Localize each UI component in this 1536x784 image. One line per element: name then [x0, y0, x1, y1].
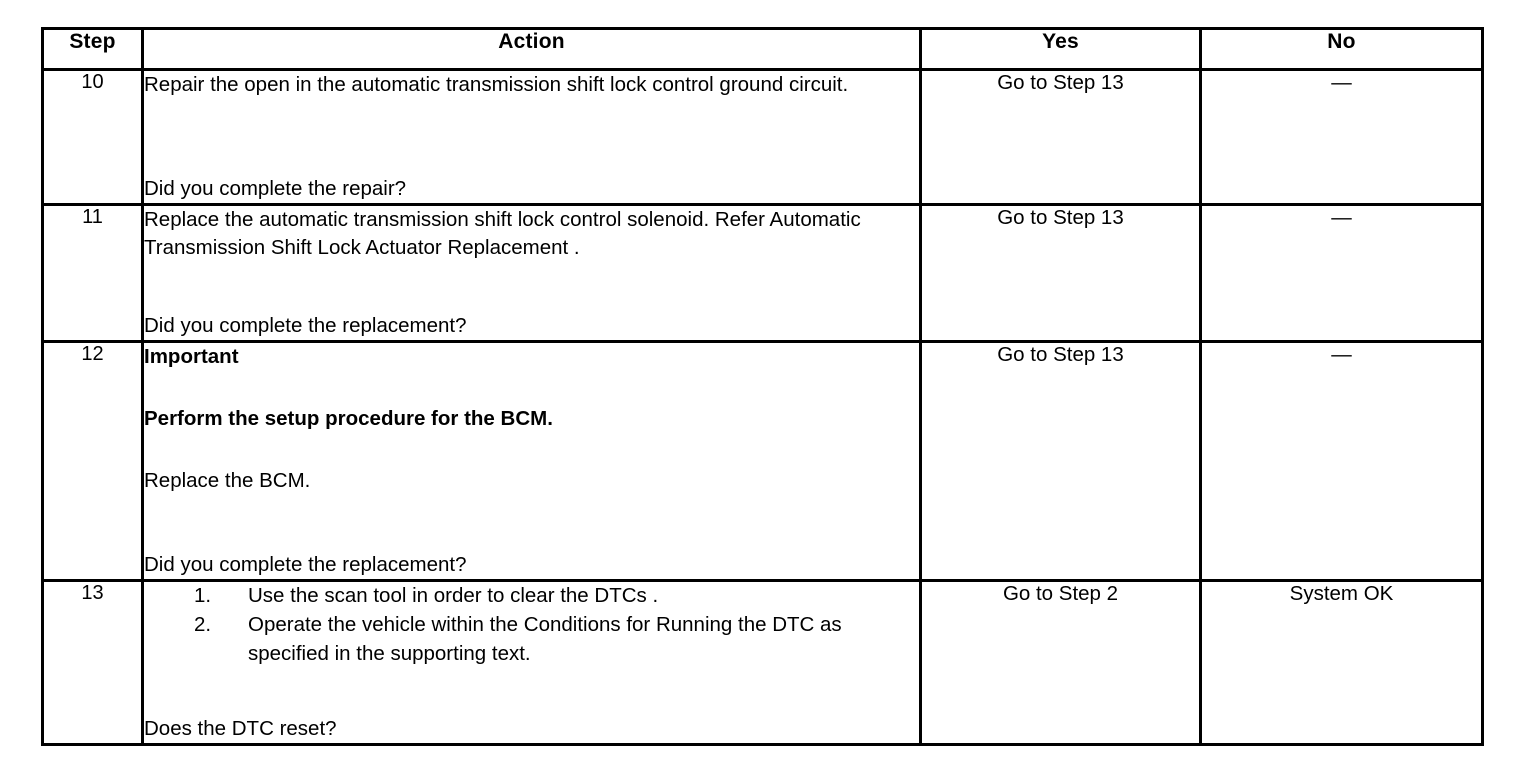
yes-cell: Go to Step 13 — [919, 203, 1202, 343]
table-header: Step Action Yes No — [41, 27, 1484, 71]
action-cell: 1. Use the scan tool in order to clear t… — [141, 579, 922, 746]
action-question: Did you complete the repair? — [144, 177, 407, 201]
numbered-instruction-list: 1. Use the scan tool in order to clear t… — [144, 582, 919, 668]
list-item-number: 2. — [194, 613, 212, 637]
list-item-text: Operate the vehicle within the Condition… — [248, 613, 842, 665]
list-item-number: 1. — [194, 584, 212, 607]
action-cell: Repair the open in the automatic transmi… — [141, 68, 922, 206]
table-body: 10 Repair the open in the automatic tran… — [41, 68, 1484, 746]
diagnostic-procedure-table: Step Action Yes No 10 Repair the open in… — [41, 27, 1484, 746]
column-header-no: No — [1199, 27, 1484, 71]
table-row: 13 1. Use the scan tool in order to clea… — [41, 579, 1484, 746]
yes-cell: Go to Step 2 — [919, 579, 1202, 746]
column-header-yes: Yes — [919, 27, 1202, 71]
yes-cell: Go to Step 13 — [919, 68, 1202, 206]
column-header-action: Action — [141, 27, 922, 71]
list-item-text: Use the scan tool in order to clear the … — [248, 584, 659, 607]
header-row: Step Action Yes No — [41, 27, 1484, 71]
yes-value: Go to Step 13 — [997, 71, 1124, 94]
no-value: — — [1331, 343, 1352, 366]
yes-value: Go to Step 13 — [997, 343, 1124, 366]
spacer — [144, 433, 919, 467]
no-value: System OK — [1289, 582, 1394, 605]
action-cell: Important Perform the setup procedure fo… — [141, 340, 922, 582]
step-number: 11 — [41, 203, 144, 343]
yes-value: Go to Step 13 — [997, 206, 1124, 229]
list-item: 1. Use the scan tool in order to clear t… — [144, 582, 919, 610]
no-cell: System OK — [1199, 579, 1484, 746]
no-cell: — — [1199, 203, 1484, 343]
no-cell: — — [1199, 68, 1484, 206]
action-cell: Replace the automatic transmission shift… — [141, 203, 922, 343]
table-row: 10 Repair the open in the automatic tran… — [41, 68, 1484, 206]
important-label: Important — [144, 345, 239, 368]
bold-instruction: Perform the setup procedure for the BCM. — [144, 406, 553, 430]
yes-cell: Go to Step 13 — [919, 340, 1202, 582]
action-question: Does the DTC reset? — [144, 717, 337, 741]
yes-value: Go to Step 2 — [1002, 582, 1119, 605]
step-number: 13 — [41, 579, 144, 746]
spacer — [144, 371, 919, 405]
list-item: 2. Operate the vehicle within the Condit… — [144, 611, 919, 668]
step-number: 10 — [41, 68, 144, 206]
action-paragraph: Replace the automatic transmission shift… — [144, 208, 861, 259]
column-header-step: Step — [41, 27, 144, 71]
action-question: Did you complete the replacement? — [144, 314, 467, 338]
action-paragraph: Replace the BCM. — [144, 468, 311, 492]
no-value: — — [1331, 71, 1352, 94]
no-value: — — [1331, 206, 1352, 229]
step-number: 12 — [41, 340, 144, 582]
action-paragraph: Repair the open in the automatic transmi… — [144, 73, 849, 96]
action-question: Did you complete the replacement? — [144, 553, 467, 577]
table-row: 11 Replace the automatic transmission sh… — [41, 203, 1484, 343]
no-cell: — — [1199, 340, 1484, 582]
table-row: 12 Important Perform the setup procedure… — [41, 340, 1484, 582]
